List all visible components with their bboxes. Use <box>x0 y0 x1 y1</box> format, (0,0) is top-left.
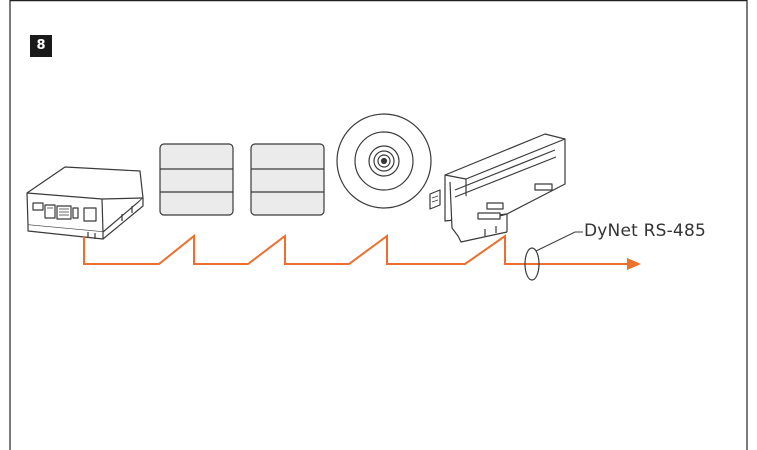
sensor-icon <box>336 113 432 209</box>
din-rail-controller-icon <box>429 133 566 243</box>
wire-arrowhead <box>627 258 641 270</box>
label-leader-line <box>535 231 583 252</box>
cable-sleeve-icon <box>524 247 540 281</box>
cable-label: DyNet RS-485 <box>584 221 706 241</box>
step-number-badge: 8 <box>30 35 52 57</box>
gateway-device-icon <box>26 166 144 240</box>
dynet-wire <box>83 233 632 265</box>
keypad-icon <box>250 143 325 216</box>
keypad-icon <box>159 143 234 216</box>
